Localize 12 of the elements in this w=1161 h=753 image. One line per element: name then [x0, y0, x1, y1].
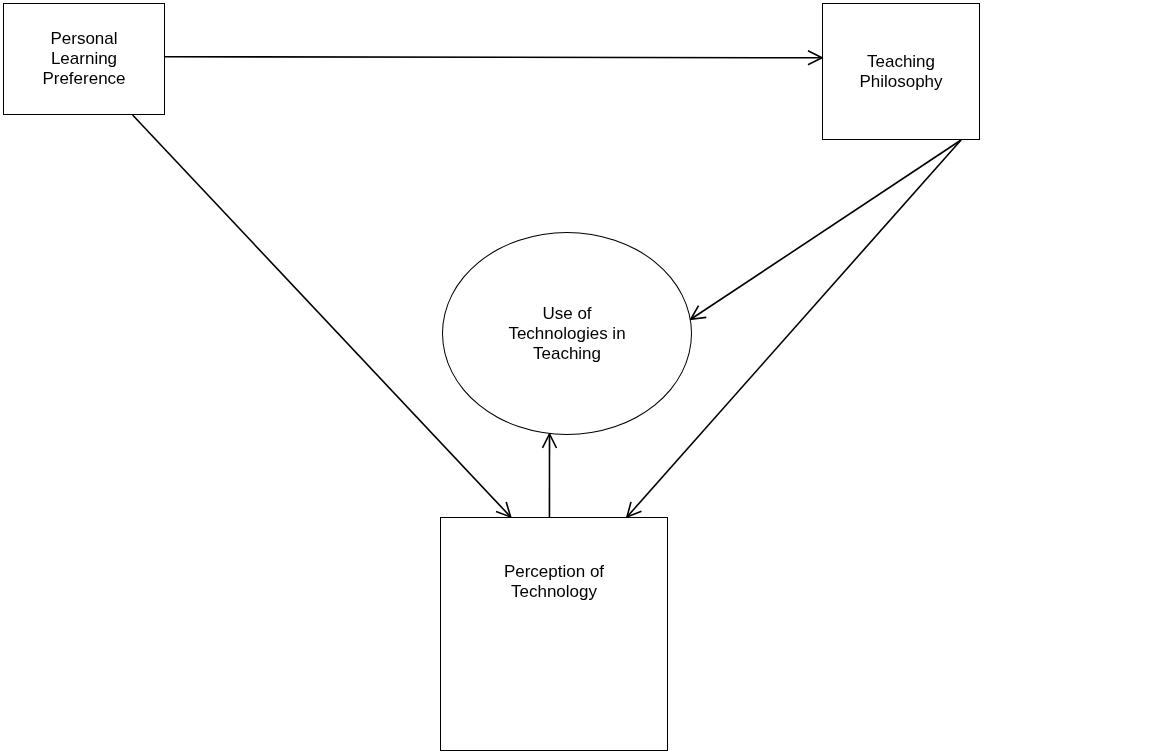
node-label: Perception of Technology	[502, 562, 606, 602]
node-label: Personal Learning Preference	[41, 29, 127, 89]
node-label: Teaching Philosophy	[858, 51, 944, 92]
arrow	[164, 50, 823, 66]
arrow	[131, 114, 512, 518]
arrow	[541, 433, 558, 518]
process-box	[822, 3, 980, 140]
arrow	[689, 139, 962, 321]
arrow	[626, 139, 962, 518]
process-box	[440, 517, 668, 751]
node-label: Use of Technologies in Teaching	[507, 303, 627, 364]
process-box	[3, 3, 165, 115]
